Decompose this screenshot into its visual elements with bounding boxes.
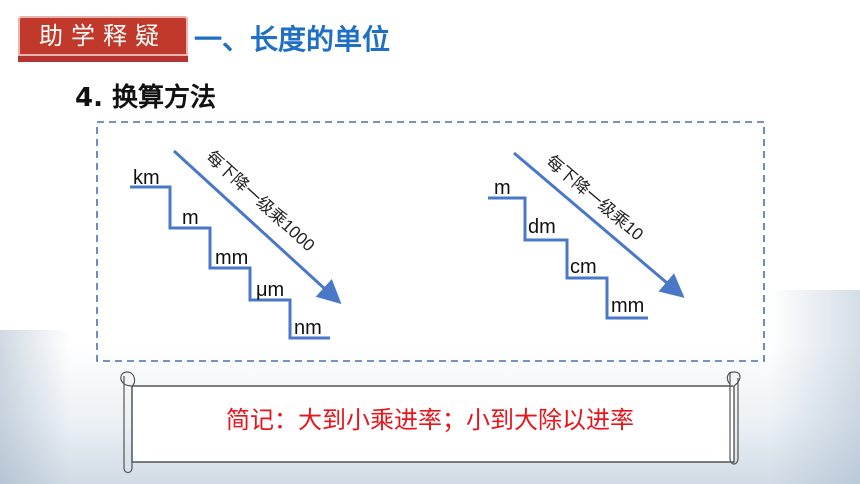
left-staircase xyxy=(130,185,330,340)
right-staircase xyxy=(488,196,648,320)
badge-underline xyxy=(18,56,188,62)
unit-label: cm xyxy=(570,256,597,278)
left-arrow xyxy=(172,149,342,305)
background-right-decor xyxy=(770,290,860,484)
unit-label: m xyxy=(494,177,511,199)
right-arrow-label: 每下降一级乘10 xyxy=(542,152,647,245)
unit-label: μm xyxy=(256,279,284,301)
section-badge: 助学释疑 xyxy=(18,16,188,56)
summary-note: 简记：大到小乘进率；小到大除以进率 xyxy=(226,406,634,434)
scroll-banner xyxy=(120,371,741,474)
unit-label: nm xyxy=(294,317,322,339)
right-arrow xyxy=(513,151,685,298)
background-left-decor xyxy=(0,330,70,484)
dashed-frame xyxy=(96,121,765,362)
unit-label: dm xyxy=(528,216,556,238)
sub-title: 4. 换算方法 xyxy=(75,83,217,113)
unit-label: mm xyxy=(611,295,644,317)
unit-label: mm xyxy=(215,247,248,269)
section-title: 一、长度的单位 xyxy=(194,23,391,56)
unit-label: km xyxy=(133,167,160,189)
left-arrow-label: 每下降一级乘1000 xyxy=(202,147,318,255)
unit-label: m xyxy=(182,207,199,229)
